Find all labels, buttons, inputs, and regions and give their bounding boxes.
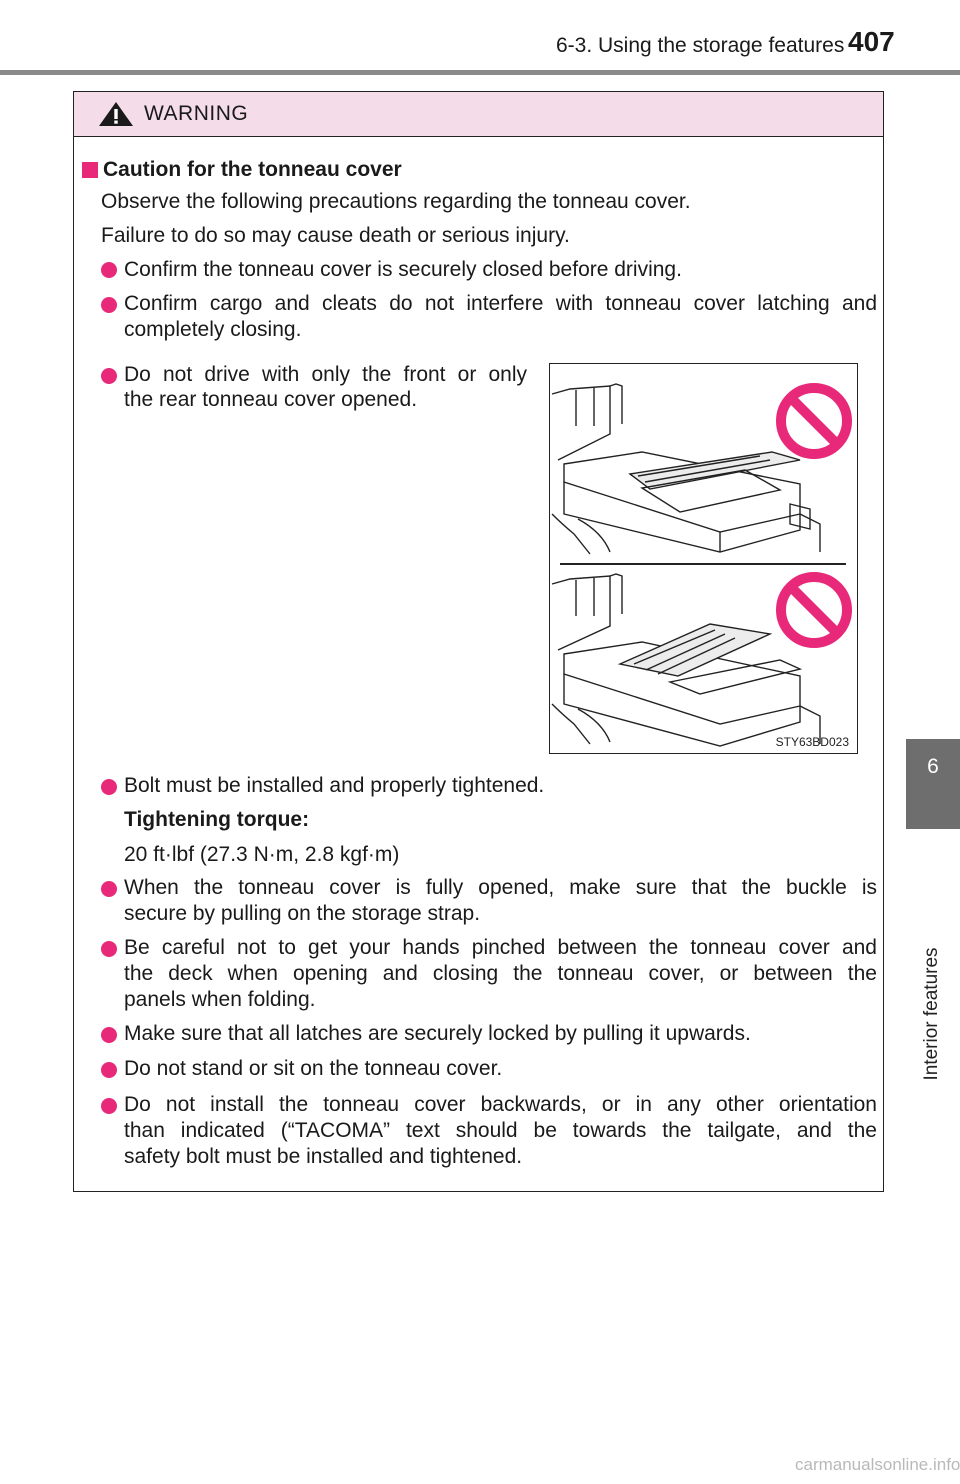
tonneau-cover-illustration: STY63BD023 bbox=[549, 363, 858, 754]
bullet-5-line-2: secure by pulling on the storage strap. bbox=[124, 902, 481, 925]
bullet-2-line-2: completely closing. bbox=[124, 318, 302, 341]
bullet-icon bbox=[101, 779, 117, 795]
warning-box: WARNING Caution for the tonneau cover Ob… bbox=[73, 91, 884, 1192]
bullet-icon bbox=[101, 1062, 117, 1078]
warning-label: WARNING bbox=[144, 102, 249, 125]
bullet-7-text: Make sure that all latches are securely … bbox=[124, 1022, 751, 1045]
figure-code: STY63BD023 bbox=[775, 735, 849, 749]
heading-square-icon bbox=[82, 162, 98, 178]
bullet-5-line-1: When the tonneau cover is fully opened, … bbox=[124, 876, 877, 899]
header-divider bbox=[0, 70, 960, 75]
intro-line-1: Observe the following precautions regard… bbox=[101, 190, 691, 213]
bullet-6-line-3: panels when folding. bbox=[124, 988, 316, 1011]
prohibition-icon bbox=[776, 383, 852, 459]
bullet-6-line-2: the deck when opening and closing the to… bbox=[124, 962, 877, 985]
bullet-9-line-2: than indicated (“TACOMA” text should be … bbox=[124, 1119, 877, 1142]
watermark-text: carmanualsonline.info bbox=[795, 1455, 960, 1474]
truck-bed-drawings bbox=[551, 383, 852, 747]
bullet-3-line-1: Do not drive with only the front or only bbox=[124, 363, 527, 386]
warning-header: WARNING bbox=[74, 92, 883, 137]
bullet-icon bbox=[101, 941, 117, 957]
page-number: 407 bbox=[848, 26, 895, 57]
chapter-number: 6 bbox=[927, 755, 939, 778]
chapter-title: Interior features bbox=[921, 947, 942, 1081]
bullet-4-text: Bolt must be installed and properly tigh… bbox=[124, 774, 545, 797]
bullet-2-line-1: Confirm cargo and cleats do not interfer… bbox=[124, 292, 877, 315]
bullet-icon bbox=[101, 1098, 117, 1114]
warning-triangle-icon bbox=[99, 102, 133, 126]
section-title: 6-3. Using the storage features bbox=[556, 34, 845, 57]
bullet-1-text: Confirm the tonneau cover is securely cl… bbox=[124, 258, 682, 281]
bullet-icon bbox=[101, 297, 117, 313]
bullet-icon bbox=[101, 368, 117, 384]
bullet-icon bbox=[101, 881, 117, 897]
prohibition-icon bbox=[776, 572, 852, 648]
intro-line-2: Failure to do so may cause death or seri… bbox=[101, 224, 570, 247]
bullet-8-text: Do not stand or sit on the tonneau cover… bbox=[124, 1057, 503, 1080]
torque-value: 20 ft·lbf (27.3 N·m, 2.8 kgf·m) bbox=[124, 843, 400, 866]
torque-label: Tightening torque: bbox=[124, 808, 310, 831]
chapter-tab: 6 bbox=[906, 739, 960, 829]
bullet-3-line-2: the rear tonneau cover opened. bbox=[124, 388, 418, 411]
warning-heading: Caution for the tonneau cover bbox=[103, 158, 402, 181]
bullet-9-line-3: safety bolt must be installed and tighte… bbox=[124, 1145, 523, 1168]
bullet-icon bbox=[101, 1027, 117, 1043]
bullet-6-line-1: Be careful not to get your hands pinched… bbox=[124, 936, 877, 959]
bullet-9-line-1: Do not install the tonneau cover backwar… bbox=[124, 1093, 877, 1116]
bullet-icon bbox=[101, 262, 117, 278]
